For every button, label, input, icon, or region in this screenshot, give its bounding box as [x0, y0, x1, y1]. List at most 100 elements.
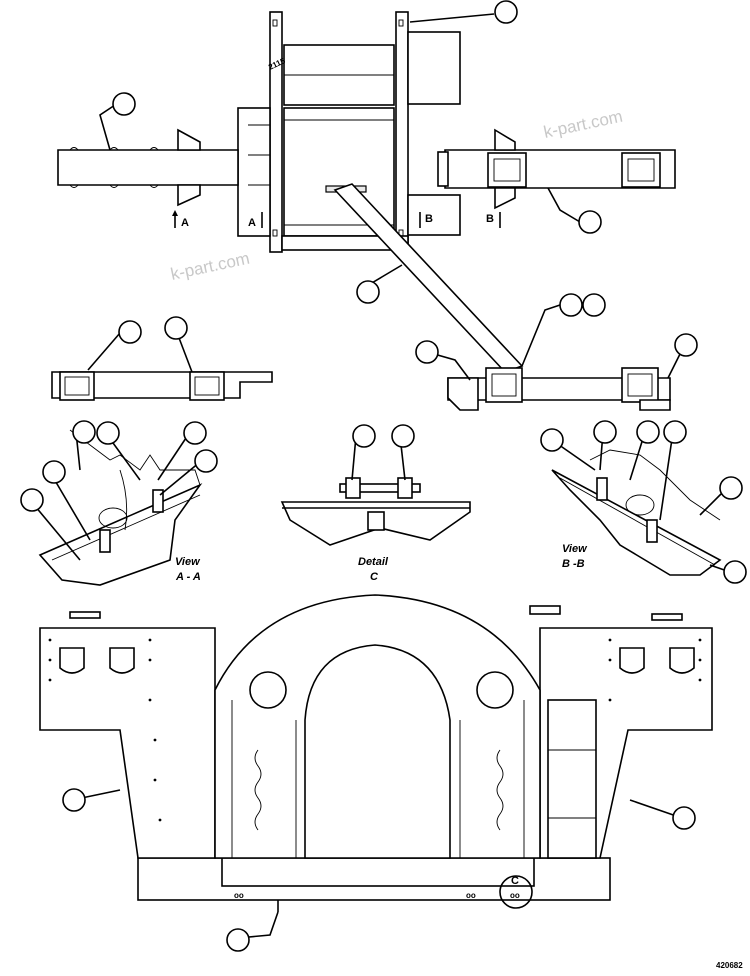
svg-text:oo: oo [466, 891, 476, 900]
brace-left-end [447, 377, 479, 411]
front-right-cutout-1 [619, 647, 645, 674]
front-top-flange-right [651, 613, 683, 621]
view-a-a-label-line2: A - A [175, 571, 201, 583]
callout-10 [164, 316, 188, 340]
view-a-a-body [38, 483, 203, 586]
front-base-center-box [221, 857, 535, 887]
callout-20 [593, 420, 617, 444]
callout-24 [723, 560, 747, 584]
view-a-a-bolt-2 [152, 489, 164, 513]
right-beam-end-cap [437, 151, 449, 187]
brace-pad-right [621, 367, 659, 403]
detail-c-label-line2: C [370, 571, 379, 583]
left-mount-plate [237, 107, 271, 237]
callout-18 [391, 424, 415, 448]
front-right-port [476, 671, 514, 709]
callout-7 [415, 340, 439, 364]
view-a-a-label-line1: View [175, 556, 201, 568]
left-beam-body [57, 149, 239, 186]
section-marker-b-right: B [486, 212, 501, 228]
watermark-top-left: k-part.com [169, 249, 251, 284]
callout-23 [719, 476, 743, 500]
right-frame-rail [395, 11, 409, 253]
view-b-b-bolt-1 [596, 477, 608, 501]
svg-text:B: B [486, 213, 494, 225]
front-left-cutout-2 [109, 647, 135, 674]
front-right-inner-channel [547, 699, 597, 859]
upper-right-plate [407, 31, 461, 105]
left-gusset-lower [177, 184, 201, 207]
callout-17 [352, 424, 376, 448]
callout-16 [20, 488, 44, 512]
view-b-b-bolt-2 [646, 519, 658, 543]
callout-11 [72, 420, 96, 444]
view-b-b-label-line2: B -B [562, 558, 585, 570]
right-gusset-lower [494, 187, 516, 210]
callout-14 [194, 449, 218, 473]
detail-c-block-left [345, 477, 361, 499]
callout-21 [636, 420, 660, 444]
left-gusset-upper [177, 128, 201, 151]
front-view-frame: oo oo oo [39, 594, 713, 912]
detail-c-stud [367, 511, 385, 531]
front-left-port [249, 671, 287, 709]
section-marker-b-left: B [419, 212, 433, 228]
front-left-cutout-1 [59, 647, 85, 674]
watermark-top-right: k-part.com [542, 107, 624, 142]
front-right-cutout-2 [669, 647, 695, 674]
bracket-detail [51, 371, 273, 401]
left-frame-rail [269, 11, 283, 253]
brace-pad-left [485, 367, 523, 403]
callout-bubbles [20, 0, 747, 952]
right-gusset-upper [494, 128, 516, 151]
drawing-reference-number: 420682 [716, 961, 743, 970]
front-top-flange-left [69, 611, 101, 619]
callout-3 [578, 210, 602, 234]
callout-13 [183, 421, 207, 445]
view-b-b-body [551, 469, 722, 576]
front-left-side-plate [39, 627, 216, 859]
front-top-flange-center [529, 605, 561, 615]
callout-1 [494, 0, 518, 24]
callout-27 [226, 928, 250, 952]
callout-2 [112, 92, 136, 116]
callout-9 [118, 320, 142, 344]
callout-8 [674, 333, 698, 357]
svg-text:A: A [248, 217, 256, 229]
svg-text:B: B [425, 213, 433, 225]
right-axle-beam [437, 128, 676, 210]
detail-c-label-line1: Detail [358, 556, 389, 568]
callout-4 [356, 280, 380, 304]
callout-15 [42, 460, 66, 484]
callout-22 [663, 420, 687, 444]
callout-19 [540, 428, 564, 452]
view-a-a-bolt-1 [99, 529, 111, 553]
left-axle-beam [57, 128, 239, 207]
view-b-b-label-line1: View [562, 543, 588, 555]
svg-text:A: A [181, 217, 189, 229]
callout-6 [582, 293, 606, 317]
svg-text:oo: oo [234, 891, 244, 900]
section-marker-a-left: A [172, 210, 189, 229]
front-arch-opening [304, 644, 451, 859]
front-left-spring [254, 749, 262, 831]
front-right-spring [496, 749, 504, 831]
detail-c-illustration [280, 477, 471, 546]
section-marker-a-right: A [248, 212, 263, 229]
svg-text:oo: oo [510, 891, 520, 900]
detail-c-bar [339, 483, 421, 493]
brace-detail [447, 367, 671, 411]
detail-c-block-right [397, 477, 413, 499]
front-rivets [48, 638, 702, 822]
detail-c-marker: C [499, 875, 533, 909]
view-b-b-illustration [551, 449, 722, 576]
callout-12 [96, 421, 120, 445]
callout-25 [62, 788, 86, 812]
callout-26 [672, 806, 696, 830]
brace-right-tab [639, 399, 671, 411]
callout-5 [559, 293, 583, 317]
lower-right-bracket [407, 194, 461, 236]
svg-text:C: C [511, 875, 519, 887]
